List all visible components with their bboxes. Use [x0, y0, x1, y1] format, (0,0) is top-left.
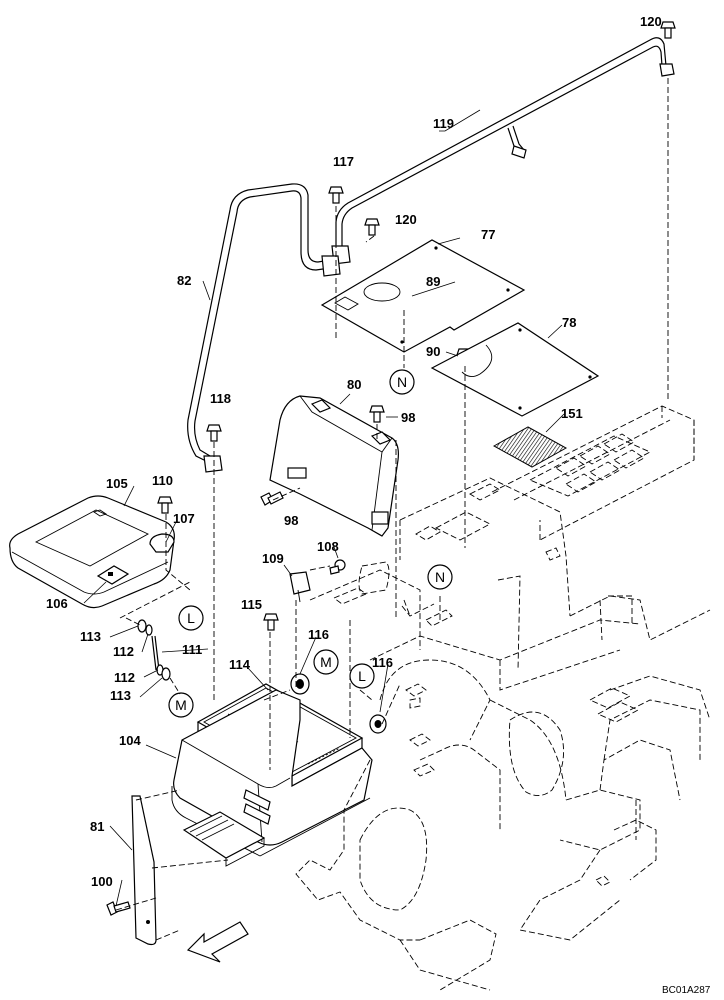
callout-81: 81	[90, 819, 104, 834]
marker-l-left: L	[178, 605, 204, 631]
callout-151: 151	[561, 406, 583, 421]
bolt-98-upper	[369, 405, 385, 423]
svg-text:N: N	[397, 374, 407, 390]
marker-n-upper: N	[389, 369, 415, 395]
markers: N N L L M M	[168, 369, 453, 718]
callout-98-upper: 98	[401, 410, 415, 425]
marker-m-left: M	[168, 692, 194, 718]
callout-77: 77	[481, 227, 495, 242]
rod-111	[151, 635, 160, 671]
callout-100: 100	[91, 874, 113, 889]
cover-plate-78	[430, 322, 600, 417]
handrail-82	[187, 183, 341, 473]
callout-116-right: 116	[372, 655, 393, 670]
callout-120-mid: 120	[395, 212, 417, 227]
callout-117: 117	[333, 154, 354, 169]
cover-80	[269, 395, 399, 537]
callout-106: 106	[46, 596, 68, 611]
svg-text:L: L	[187, 610, 195, 626]
callout-114: 114	[229, 657, 251, 672]
leader-lines	[83, 109, 565, 907]
assembly-lines	[115, 78, 669, 941]
callout-107: 107	[173, 511, 195, 526]
callout-89: 89	[426, 274, 440, 289]
callout-80: 80	[347, 377, 361, 392]
callout-labels: 120 119 117 120 77 82 89 78 90 80 118 98…	[46, 14, 662, 889]
step-plate	[182, 811, 266, 867]
callout-119: 119	[433, 116, 454, 131]
grommet-116-right	[369, 714, 387, 734]
callout-82: 82	[177, 273, 191, 288]
bolt-110	[157, 496, 173, 514]
callout-113-lower: 113	[110, 688, 131, 703]
svg-text:M: M	[320, 654, 332, 670]
bolt-120-mid	[364, 218, 380, 236]
callout-118: 118	[210, 391, 231, 406]
handrail-119	[331, 37, 675, 265]
direction-arrow-icon	[186, 921, 249, 963]
bolt-117	[328, 186, 344, 204]
svg-text:N: N	[435, 569, 445, 585]
callout-78: 78	[562, 315, 576, 330]
seal-151	[492, 426, 568, 468]
callout-112-upper: 112	[113, 644, 134, 659]
bolt-118	[206, 424, 222, 442]
washer-112-upper	[145, 624, 153, 636]
bolt-120-top	[660, 21, 676, 39]
marker-m-right: M	[313, 649, 339, 675]
callout-110: 110	[152, 473, 173, 488]
bolt-115	[263, 613, 279, 631]
callout-116-left: 116	[308, 627, 329, 642]
washer-113-upper	[137, 619, 147, 633]
callout-105: 105	[106, 476, 128, 491]
bolt-108	[329, 559, 346, 575]
bolt-98-lower	[260, 491, 284, 506]
bolt-100	[106, 901, 131, 916]
plate-81	[131, 795, 157, 946]
bracket-109	[289, 571, 311, 603]
callout-111: 111	[182, 642, 202, 657]
callout-109: 109	[262, 551, 284, 566]
grommet-116-left	[290, 673, 310, 695]
drawing-code: BC01A287	[662, 985, 711, 996]
svg-text:L: L	[358, 668, 366, 684]
machine-frame	[263, 405, 711, 991]
callout-112-lower: 112	[114, 670, 135, 685]
washer-113-lower	[161, 667, 171, 681]
callout-108: 108	[317, 539, 339, 554]
callout-90: 90	[426, 344, 440, 359]
callout-98-lower: 98	[284, 513, 298, 528]
panel-105	[9, 495, 175, 609]
callout-115: 115	[241, 597, 262, 612]
marker-l-right: L	[349, 663, 375, 689]
marker-n-lower: N	[427, 564, 453, 590]
callout-113-upper: 113	[80, 629, 101, 644]
callout-120-top: 120	[640, 14, 662, 29]
callout-104: 104	[119, 733, 141, 748]
console-box-104	[171, 689, 373, 857]
svg-text:M: M	[175, 697, 187, 713]
